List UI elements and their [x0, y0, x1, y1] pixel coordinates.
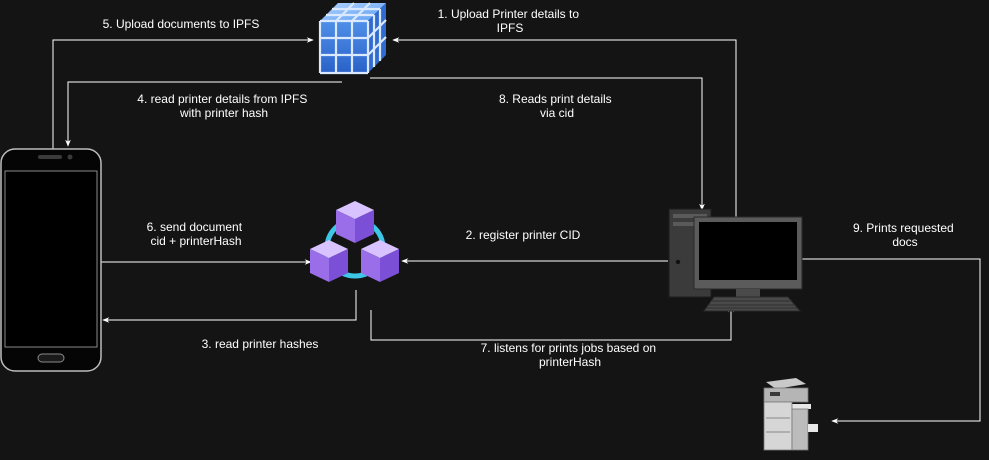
blockchain-cubes-icon	[310, 201, 399, 282]
edge-8-label-line-1: 8. Reads print details	[499, 92, 612, 106]
edge-4-label-line-2: with printer hash	[179, 106, 268, 120]
edge-1-line	[392, 37, 737, 217]
desktop-computer-icon	[668, 208, 803, 312]
edge-4-line	[65, 81, 342, 147]
edge-4-label-line-1: 4. read printer details from IPFS	[137, 92, 307, 106]
edge-8-label-line-2: via cid	[540, 106, 574, 120]
edge-2-label: 2. register printer CID	[466, 228, 581, 242]
edge-6-label: 6. send document cid + printerHash	[147, 220, 246, 248]
edge-5-label: 5. Upload documents to IPFS	[103, 17, 260, 31]
edge-9-label: 9. Prints requested docs	[853, 221, 957, 249]
smartphone-icon	[0, 148, 102, 372]
edge-8-label: 8. Reads print details via cid	[499, 92, 615, 120]
edge-7-label-line-1: 7. listens for prints jobs based on	[481, 341, 656, 355]
edge-3-line	[102, 290, 357, 323]
edge-3-label: 3. read printer hashes	[202, 337, 319, 351]
edge-8-line	[370, 77, 705, 211]
ipfs-cube-icon	[318, 2, 387, 75]
edge-7-label-line-2: printerHash	[539, 355, 601, 369]
edge-1-label-line-2: IPFS	[497, 21, 524, 35]
edge-7-label: 7. listens for prints jobs based on prin…	[481, 341, 660, 369]
edge-1-label: 1. Upload Printer details to IPFS	[438, 7, 583, 35]
edge-9-label-line-1: 9. Prints requested	[853, 221, 954, 235]
office-printer-icon	[763, 378, 818, 451]
edge-6-label-line-2: cid + printerHash	[150, 234, 241, 248]
edge-5-line	[52, 37, 314, 150]
edge-2-label-line-1: 2. register printer CID	[466, 228, 581, 242]
edge-5-label-line-1: 5. Upload documents to IPFS	[103, 17, 260, 31]
edge-4-label: 4. read printer details from IPFS with p…	[137, 92, 310, 120]
edge-3-label-line-1: 3. read printer hashes	[202, 337, 319, 351]
edge-9-label-line-2: docs	[892, 235, 917, 249]
edge-1-label-line-1: 1. Upload Printer details to	[438, 7, 580, 21]
edge-9-line	[800, 258, 981, 424]
edge-7-line	[370, 305, 734, 341]
edge-6-label-line-1: 6. send document	[147, 220, 243, 234]
